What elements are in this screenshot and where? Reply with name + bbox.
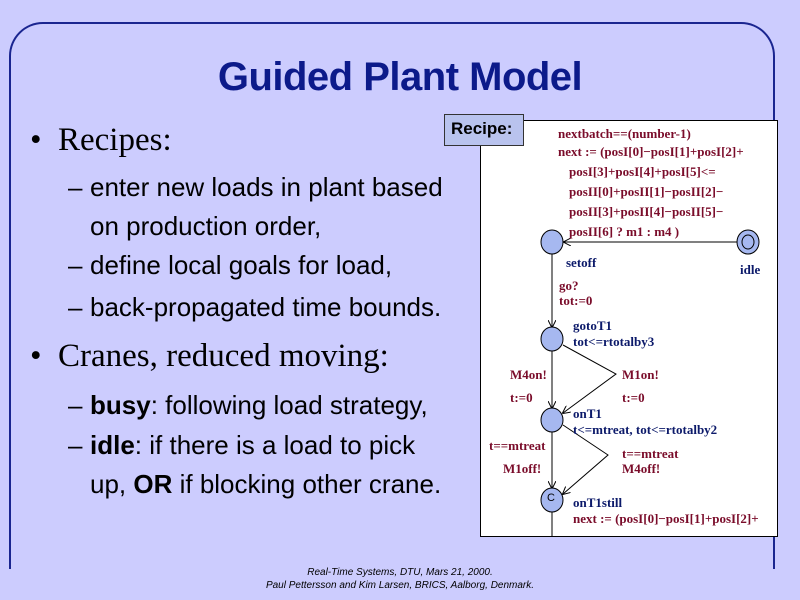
edge-label-tot-reset: tot:=0 [559, 293, 593, 308]
location-onT1 [540, 407, 564, 433]
update-line-bottom: next := (posI[0]−posI[1]+posI[2]+ [573, 511, 759, 526]
bullet-recipes: •Recipes: [30, 122, 172, 158]
edge-gotoT1-onT1-m1on [563, 344, 617, 413]
edge-label-m1on: M1on! [622, 367, 659, 382]
update-line: next := (posI[0]−posI[1]+posI[2]+ [558, 144, 744, 159]
update-line: posI[3]+posI[4]+posI[5]<= [569, 164, 716, 179]
slide-frame-left [9, 22, 507, 569]
dash-icon: – [68, 250, 83, 280]
update-line: posII[0]+posII[1]−posII[2]− [569, 184, 724, 199]
edge-onT1-onT1still-m4off [563, 424, 609, 494]
location-label-idle: idle [740, 262, 761, 277]
edge-label-t-reset: t:=0 [510, 390, 533, 405]
edge-label-t-reset: t:=0 [622, 390, 645, 405]
location-label-setoff: setoff [566, 255, 597, 270]
guard-line: nextbatch==(number-1) [558, 126, 691, 141]
location-idle [736, 229, 760, 255]
location-label-onT1: onT1 [573, 406, 602, 421]
committed-location-icon: C [547, 492, 555, 504]
update-line: posII[3]+posII[4]−posII[5]− [569, 204, 724, 219]
sub-item-enter-loads: –enter new loads in plant based on produ… [68, 168, 443, 246]
bullet-cranes: •Cranes, reduced moving: [30, 338, 389, 374]
invariant-gotoT1: tot<=rtotalby3 [573, 334, 655, 349]
sub-item-time-bounds: –back-propagated time bounds. [68, 288, 441, 327]
edge-label-m4off: M4off! [622, 461, 661, 476]
update-line: posII[6] ? m1 : m4 ) [569, 224, 680, 239]
dash-icon: – [68, 390, 83, 420]
bullet-dot-icon: • [30, 338, 42, 374]
recipe-tag-label: Recipe: [444, 114, 524, 146]
edge-label-m1off: M1off! [503, 461, 542, 476]
dash-icon: – [68, 292, 83, 322]
edge-label-m1off-guard: t==mtreat [489, 438, 546, 453]
location-label-onT1still: onT1still [573, 495, 623, 510]
edge-label-go: go? [559, 278, 579, 293]
location-setoff [540, 229, 564, 255]
edge-label-m4off-guard: t==mtreat [622, 446, 679, 461]
sub-item-busy: –busy: following load strategy, [68, 386, 428, 425]
location-label-gotoT1: gotoT1 [573, 318, 612, 333]
location-gotoT1 [540, 326, 564, 352]
sub-item-local-goals: –define local goals for load, [68, 246, 392, 285]
slide-footer: Real-Time Systems, DTU, Mars 21, 2000. P… [265, 567, 535, 591]
dash-icon: – [68, 430, 83, 460]
location-onT1still [540, 487, 564, 513]
invariant-onT1: t<=mtreat, tot<=rtotalby2 [573, 422, 718, 437]
automaton-edges [540, 229, 760, 536]
slide-title: Guided Plant Model [217, 55, 583, 99]
sub-item-idle: –idle: if there is a load to pick up, OR… [68, 426, 441, 504]
dash-icon: – [68, 172, 83, 202]
automaton-diagram: nextbatch==(number-1) next := (posI[0]−p… [480, 120, 778, 537]
bullet-dot-icon: • [30, 122, 42, 158]
edge-label-m4on: M4on! [510, 367, 547, 382]
initial-location-marker-icon [741, 234, 755, 250]
